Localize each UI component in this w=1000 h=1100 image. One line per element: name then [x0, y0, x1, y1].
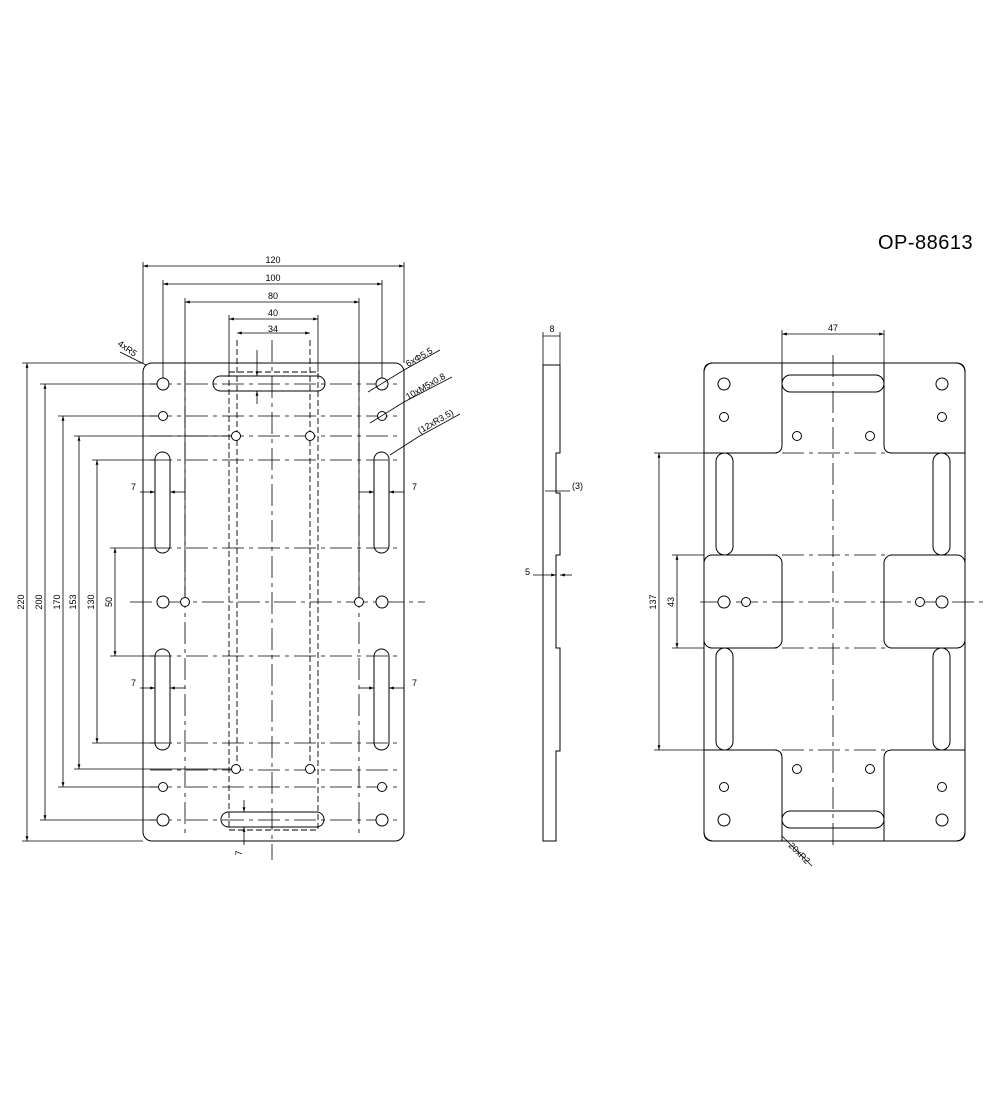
dim-7-right-upper: 7: [412, 482, 417, 492]
back-hole: [937, 412, 947, 422]
dim-220: 220: [16, 594, 26, 609]
note-through-holes: 6xΦ5.5: [404, 345, 434, 368]
back-hole: [719, 782, 729, 792]
leader-line: [781, 835, 813, 867]
back-hole: [792, 764, 802, 774]
pad-bottom-left: [703, 749, 783, 842]
back-slot-top: [781, 374, 885, 393]
dim-thickness: 8: [549, 324, 554, 334]
tapped-hole: [305, 431, 315, 441]
tapped-hole: [377, 782, 387, 792]
slot-right-lower: [373, 648, 390, 751]
leader-line: [119, 351, 147, 366]
dim-137: 137: [648, 594, 658, 609]
front-view: 120 100 80 40 34 220 200: [16, 255, 461, 860]
through-hole: [156, 813, 170, 827]
back-slot-left-lower: [715, 647, 734, 751]
slot-left-upper: [154, 451, 171, 554]
back-hole: [717, 595, 731, 609]
back-hole: [717, 813, 731, 827]
dim-153: 153: [68, 594, 78, 609]
pad-top-left: [703, 362, 783, 454]
dim-recess: (3): [572, 481, 583, 491]
dim-130: 130: [86, 594, 96, 609]
tapped-hole: [231, 764, 241, 774]
slot-left-lower: [154, 648, 171, 751]
through-hole: [375, 813, 389, 827]
side-profile: [542, 364, 561, 842]
through-hole: [375, 377, 389, 391]
dim-100: 100: [265, 273, 280, 283]
tapped-hole: [158, 411, 168, 421]
pad-bottom-right: [883, 749, 966, 842]
through-hole: [375, 595, 389, 609]
slot-bottom: [220, 811, 325, 828]
back-slot-bottom: [781, 810, 885, 829]
dim-step: 5: [525, 567, 530, 577]
back-slot-left-upper: [715, 452, 734, 556]
back-hole: [865, 764, 875, 774]
back-hole: [741, 597, 751, 607]
dim-170: 170: [52, 594, 62, 609]
dim-7-left-upper: 7: [131, 482, 136, 492]
dim-80: 80: [268, 291, 278, 301]
dim-7-right-lower: 7: [412, 678, 417, 688]
dim-50: 50: [104, 597, 114, 607]
leader-notes: 4xR5 6xΦ5.5 10xM5x0.8 (12xR3.5): [116, 338, 461, 456]
dim-7-bottom-slot: 7: [234, 850, 244, 855]
through-hole: [156, 377, 170, 391]
dim-40: 40: [268, 308, 278, 318]
note-tapped-holes: 10xM5x0.8: [404, 371, 447, 402]
tapped-hole: [180, 597, 190, 607]
back-hole: [717, 377, 731, 391]
back-hole: [915, 597, 925, 607]
dim-34: 34: [268, 324, 278, 334]
back-hole: [937, 782, 947, 792]
slot-width-callouts: 7 7 7 7 7: [131, 350, 417, 856]
slot-top: [212, 375, 326, 392]
note-fillet: 20xR2: [787, 840, 812, 865]
back-hole: [865, 431, 875, 441]
hidden-pocket: [228, 371, 319, 831]
back-view: 47 137 43 20xR2: [648, 323, 985, 867]
dim-200: 200: [34, 594, 44, 609]
dim-120: 120: [265, 255, 280, 265]
tapped-hole: [158, 782, 168, 792]
dim-7-left-lower: 7: [131, 678, 136, 688]
leader-line: [403, 349, 441, 371]
dim-43: 43: [666, 597, 676, 607]
back-hole: [719, 412, 729, 422]
back-hole: [935, 813, 949, 827]
tapped-hole: [354, 597, 364, 607]
tapped-hole: [305, 764, 315, 774]
leader-line: [367, 369, 405, 393]
leader-line: [389, 436, 419, 456]
horizontal-dimensions: 120 100 80 40 34: [142, 255, 405, 596]
vertical-dimensions: 220 200 170 153 130 50: [16, 362, 231, 842]
back-hole: [935, 595, 949, 609]
tapped-hole: [231, 431, 241, 441]
pad-mid-left: [703, 554, 783, 649]
back-hole: [792, 431, 802, 441]
slot-right-upper: [373, 451, 390, 554]
back-hole: [935, 377, 949, 391]
pad-top-right: [883, 362, 966, 454]
through-hole: [156, 595, 170, 609]
dim-47: 47: [828, 323, 838, 333]
back-slot-right-lower: [932, 647, 951, 751]
side-view: 8 (3) 5: [525, 324, 583, 842]
leader-line: [417, 413, 461, 438]
note-slot-radius: (12xR3.5): [416, 407, 455, 435]
leader-line: [369, 401, 405, 424]
back-slot-right-upper: [932, 452, 951, 556]
part-number: OP-88613: [878, 232, 974, 254]
pad-mid-right: [883, 554, 966, 649]
leader-line: [403, 376, 453, 403]
